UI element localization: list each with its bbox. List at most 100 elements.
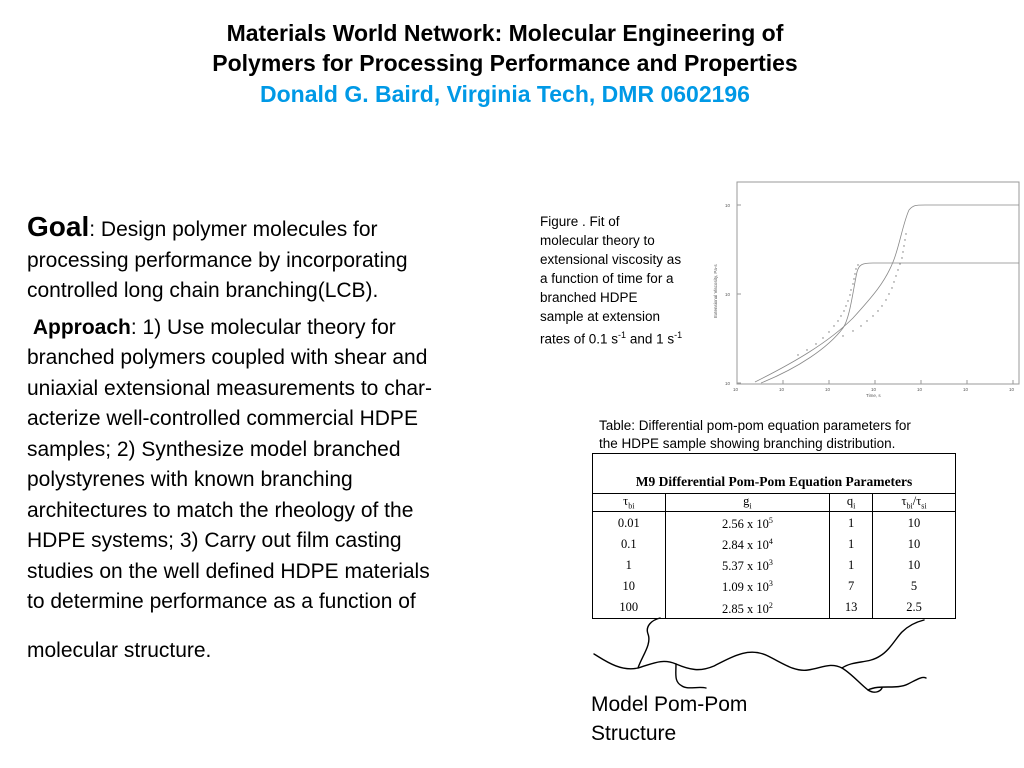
- caption-line-7: rates of 0.1 s-1 and 1 s-1: [540, 326, 710, 349]
- cell-q: 1: [829, 554, 874, 576]
- caption-line-3: extensional viscosity as: [540, 252, 682, 267]
- cell-tau: 0.01: [592, 511, 666, 534]
- x-tick-marks: [736, 380, 1014, 384]
- goal-text-1: Design polymer molecules for: [100, 218, 378, 241]
- approach-line-10: to determine performance as a function o…: [27, 590, 416, 613]
- x-tick-label-5: 10: [917, 387, 923, 392]
- cell-ratio: 10: [872, 554, 956, 576]
- left-arm-lower: [675, 663, 707, 689]
- table-caption-line-2: the HDPE sample showing branching distri…: [599, 435, 896, 451]
- cell-ratio: 5: [872, 575, 956, 597]
- theory-curve-lower: [760, 262, 1019, 384]
- theory-curve-upper: [754, 204, 1019, 383]
- caption-rates-prefix: rates of 0.1 s: [540, 331, 619, 347]
- x-axis-label: Time, s: [866, 393, 881, 398]
- x-tick-label-4: 10: [871, 387, 877, 392]
- data-points: [797, 233, 907, 356]
- cell-g: 2.85 x 102: [664, 596, 831, 619]
- approach-text-1: : 1) Use molecular theory for: [130, 315, 396, 339]
- table-header-row: τbi gi qi τbi/τsi: [592, 493, 956, 512]
- y-tick-label-2: 10: [725, 292, 731, 297]
- approach-heading: Approach: [32, 315, 131, 339]
- cell-q: 1: [829, 511, 874, 534]
- table-row: 10 1.09 x 103 7 5: [592, 575, 956, 597]
- caption-and: and 1 s: [626, 331, 675, 347]
- goal-line-1: Goal: Design polymer molecules for: [27, 211, 527, 246]
- cell-q: 1: [829, 533, 874, 555]
- approach-line-2: branched polymers coupled with shear and: [27, 346, 428, 369]
- approach-line-8: HDPE systems; 3) Carry out film casting: [27, 529, 402, 552]
- right-arm-upper: [841, 619, 925, 669]
- figure-caption: Figure . Fit of molecular theory to exte…: [540, 212, 710, 349]
- approach-line-1: Approach: 1) Use molecular theory for: [27, 313, 527, 344]
- goal-colon: :: [89, 218, 96, 241]
- x-tick-label-6: 10: [963, 387, 969, 392]
- title-block: Materials World Network: Molecular Engin…: [0, 18, 1010, 110]
- caption-exponent-2: -1: [674, 330, 683, 340]
- pom-pom-structure-label: Model Pom-Pom Structure: [591, 690, 747, 748]
- plot-frame: [736, 181, 1020, 385]
- y-tick-label-1: 10: [725, 203, 731, 208]
- x-tick-label-3: 10: [825, 387, 831, 392]
- table-row: 100 2.85 x 102 13 2.5: [592, 596, 956, 619]
- cell-tau: 10: [592, 575, 666, 597]
- approach-line-3: uniaxial extensional measurements to cha…: [27, 376, 433, 400]
- goal-line-2: processing performance by incorporating: [27, 248, 408, 272]
- cell-ratio: 2.5: [872, 596, 956, 619]
- cell-g: 2.84 x 104: [664, 533, 831, 555]
- caption-exponent-1: -1: [618, 330, 627, 340]
- table-caption-line-1: Table: Differential pom-pom equation par…: [599, 418, 911, 433]
- approach-line-11: molecular structure.: [27, 638, 212, 662]
- cell-tau: 1: [592, 554, 666, 576]
- cell-ratio: 10: [872, 533, 956, 555]
- x-tick-label-2: 10: [779, 387, 785, 392]
- cell-g: 5.37 x 103: [664, 554, 831, 576]
- table-row: 1 5.37 x 103 1 10: [592, 554, 956, 576]
- x-tick-label-1: 10: [733, 387, 739, 392]
- pom-pom-parameter-table: M9 Differential Pom-Pom Equation Paramet…: [592, 453, 956, 619]
- extensional-viscosity-plot: 10 10 10 10 10 10 10 10 10 10 Time, s Ex…: [713, 181, 1020, 398]
- header-tau-ratio: τbi/τsi: [872, 493, 956, 512]
- author-line: Donald G. Baird, Virginia Tech, DMR 0602…: [260, 81, 750, 107]
- caption-line-4: a function of time for a: [540, 271, 674, 286]
- y-axis-label: Extensional Viscosity, Pa-s: [713, 264, 718, 318]
- header-g-i: gi: [664, 493, 831, 512]
- table-row: 0.01 2.56 x 105 1 10: [592, 511, 956, 534]
- slide-title-line-1: Materials World Network: Molecular Engin…: [226, 20, 784, 46]
- approach-line-9: studies on the well defined HDPE materia…: [27, 559, 430, 583]
- cell-g: 2.56 x 105: [664, 511, 831, 534]
- table-caption: Table: Differential pom-pom equation par…: [599, 417, 999, 452]
- approach-line-6: polystyrenes with known branching: [27, 468, 353, 491]
- caption-line-2: molecular theory to: [540, 233, 655, 248]
- pom-pom-structure-drawing: [593, 617, 927, 693]
- y-tick-marks: [737, 204, 741, 384]
- goal-heading: Goal: [27, 211, 90, 242]
- approach-line-7: architectures to match the rheology of t…: [27, 498, 414, 522]
- slide-title-line-2: Polymers for Processing Performance and …: [212, 50, 798, 76]
- left-arm-upper: [637, 617, 661, 669]
- table-row: 0.1 2.84 x 104 1 10: [592, 533, 956, 555]
- backbone-chain: [593, 651, 883, 693]
- right-arm-lower: [867, 676, 927, 691]
- y-tick-label-3: 10: [725, 381, 731, 386]
- cell-q: 13: [829, 596, 874, 619]
- cell-tau: 0.1: [592, 533, 666, 555]
- cell-ratio: 10: [872, 511, 956, 534]
- header-tau-bi: τbi: [592, 493, 666, 512]
- goal-line-3: controlled long chain branching(LCB).: [27, 279, 379, 302]
- table-title: M9 Differential Pom-Pom Equation Paramet…: [592, 453, 956, 494]
- approach-line-4: acterize well-controlled commercial HDPE: [27, 407, 418, 430]
- cell-g: 1.09 x 103: [664, 575, 831, 597]
- caption-line-6: sample at extension: [540, 309, 661, 324]
- caption-line-1: Figure . Fit of: [540, 214, 620, 229]
- caption-line-5: branched HDPE: [540, 290, 638, 305]
- x-tick-label-7: 10: [1009, 387, 1015, 392]
- approach-line-5: samples; 2) Synthesize model branched: [27, 437, 401, 461]
- structure-label-line-2: Structure: [591, 722, 677, 745]
- structure-label-line-1: Model Pom-Pom: [591, 693, 748, 716]
- header-q-i: qi: [829, 493, 874, 512]
- cell-q: 7: [829, 575, 874, 597]
